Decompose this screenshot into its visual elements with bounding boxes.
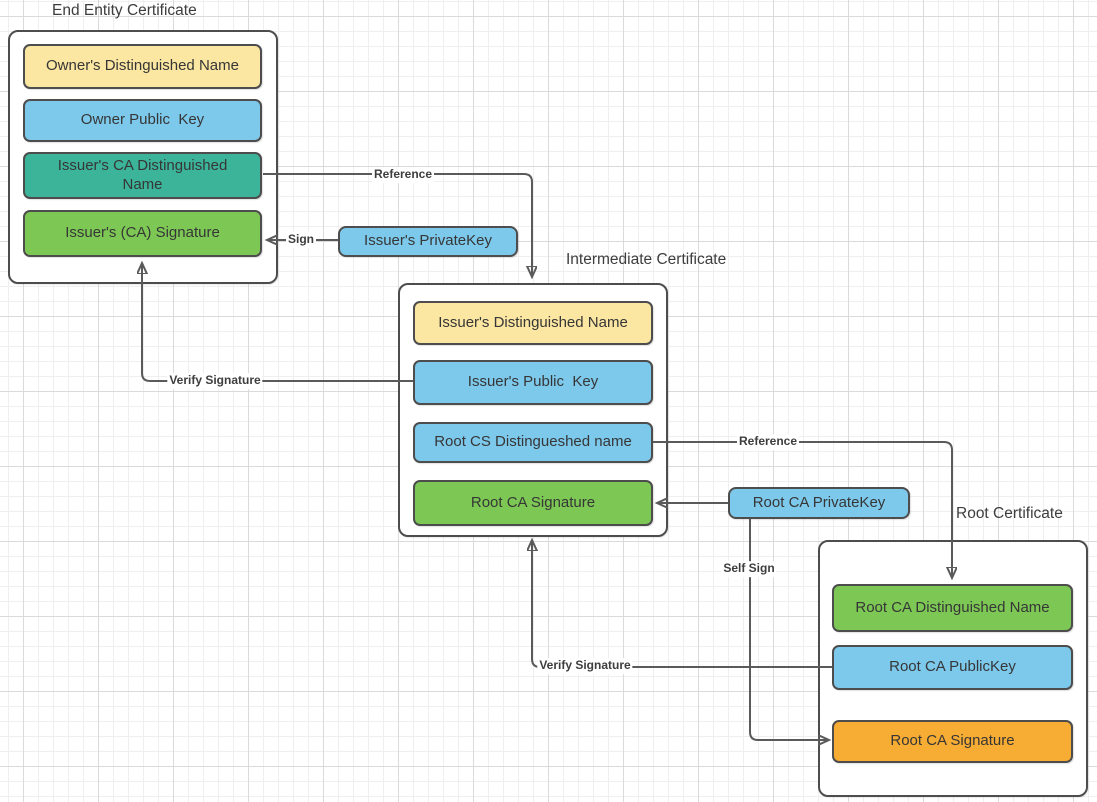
field-owners-distinguished-name: Owner's Distinguished Name <box>23 44 262 89</box>
field-issuers-public-key: Issuer's Public Key <box>413 360 653 405</box>
root-ca-privatekey-box: Root CA PrivateKey <box>728 487 910 519</box>
root-certificate-title: Root Certificate <box>956 505 1063 522</box>
field-issuers-ca-signature: Issuer's (CA) Signature <box>23 210 262 257</box>
self-sign-label: Self Sign <box>721 561 777 577</box>
verify-signature-label-left: Verify Signature <box>167 373 263 389</box>
field-root-ca-distinguished-name: Root CA Distinguished Name <box>832 584 1073 632</box>
reference-connector-to-intermediate <box>263 173 532 276</box>
reference-label-top: Reference <box>371 167 435 183</box>
field-root-ca-signature-root: Root CA Signature <box>832 720 1073 763</box>
intermediate-certificate-title: Intermediate Certificate <box>566 251 727 268</box>
field-root-cs-distingueshed-name: Root CS Distingueshed name <box>413 422 653 463</box>
issuers-privatekey-box: Issuer's PrivateKey <box>338 226 518 257</box>
verify-signature-label-bottom: Verify Signature <box>537 658 633 674</box>
field-root-ca-signature-intermediate: Root CA Signature <box>413 480 653 526</box>
field-owner-public-key: Owner Public Key <box>23 99 262 142</box>
sign-label: Sign <box>286 232 316 248</box>
self-sign-connector <box>749 519 828 740</box>
field-root-ca-publickey: Root CA PublicKey <box>832 645 1073 690</box>
field-issuers-ca-distinguished-name: Issuer's CA Distinguished Name <box>23 152 262 199</box>
reference-label-right: Reference <box>736 434 800 450</box>
end-entity-certificate-title: End Entity Certificate <box>52 2 197 19</box>
field-issuers-distinguished-name: Issuer's Distinguished Name <box>413 301 653 345</box>
verify-signature-connector-intermediate <box>532 541 832 668</box>
